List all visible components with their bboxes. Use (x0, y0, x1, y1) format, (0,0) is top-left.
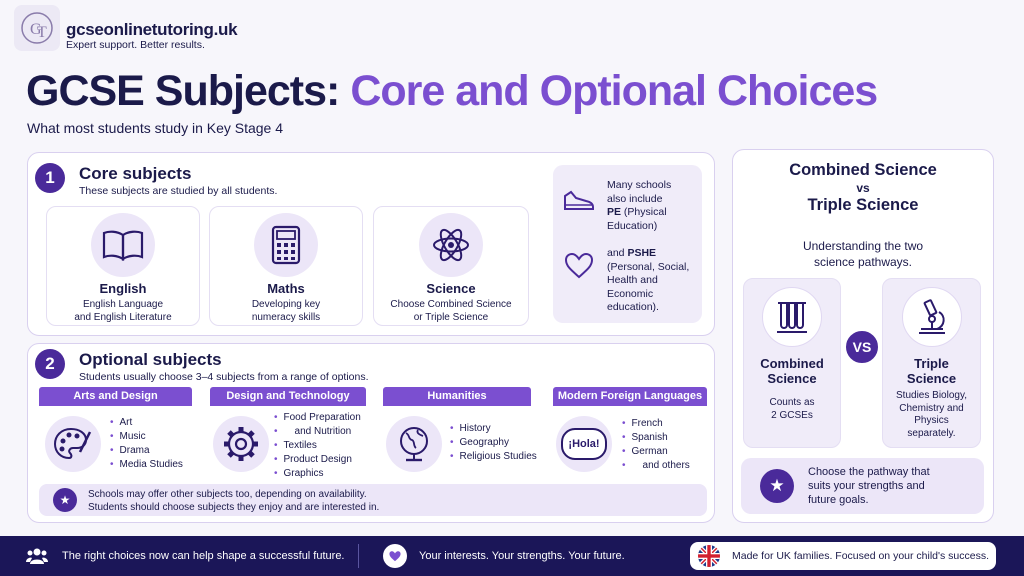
footer-divider (358, 544, 359, 568)
optional-note-text: Schools may offer other subjects too, de… (88, 489, 380, 513)
category-humanities-header: Humanities (383, 387, 531, 406)
card-title: Science (426, 281, 476, 296)
gt-logo-icon: G T (21, 12, 53, 44)
footer-message-1: The right choices now can help shape a s… (62, 550, 345, 562)
brand-tagline: Expert support. Better results. (66, 39, 205, 51)
list-item: Media Studies (110, 458, 183, 472)
test-tubes-icon (777, 302, 807, 333)
list-item: Graphics (274, 467, 361, 481)
card-desc-2: or Triple Science (413, 312, 489, 323)
core-card-maths: Maths Developing key numeracy skills (209, 206, 363, 326)
list-item: and others (622, 459, 690, 473)
book-icon-wrap (91, 213, 155, 277)
page-title: GCSE Subjects: Core and Optional Choices (26, 67, 878, 116)
section-number-1: 1 (35, 163, 65, 193)
category-humanities-list: History Geography Religious Studies (450, 422, 537, 464)
category-arts-header: Arts and Design (39, 387, 192, 406)
heart-icon (563, 251, 595, 284)
science-description: Understanding the two science pathways. (802, 239, 924, 269)
svg-text:T: T (37, 24, 47, 41)
footer-message-2: Your interests. Your strengths. Your fut… (419, 550, 625, 562)
list-item: French (622, 417, 690, 431)
speech-bubble-icon-wrap: ¡Hola! (556, 416, 612, 472)
card-desc-2: and English Literature (74, 312, 172, 323)
palette-icon (53, 427, 92, 460)
globe-icon-wrap (386, 416, 442, 472)
optional-description: Students usually choose 3–4 subjects fro… (79, 371, 369, 383)
atom-icon (433, 228, 469, 262)
optional-note (39, 484, 707, 516)
optional-title: Optional subjects (79, 350, 222, 369)
list-item: Food Preparation (274, 411, 361, 425)
page-title-main: GCSE Subjects: (26, 67, 340, 115)
test-tubes-icon-wrap (762, 287, 822, 347)
star-icon: ★ (53, 488, 77, 512)
brand-logo: G T (14, 5, 60, 51)
list-item: History (450, 422, 537, 436)
footer-message-3: Made for UK families. Focused on your ch… (732, 550, 990, 562)
calculator-icon (271, 225, 301, 265)
combined-science-card: Combined Science Counts as 2 GCSEs (743, 278, 841, 448)
category-dt-list: Food Preparation and Nutrition Textiles … (274, 411, 361, 481)
atom-icon-wrap (419, 213, 483, 277)
page-title-accent: Core and Optional Choices (350, 67, 878, 115)
card-title: English (99, 281, 147, 296)
core-title: Core subjects (79, 164, 192, 183)
vs-badge: VS (843, 328, 881, 366)
gear-icon (224, 427, 258, 461)
pshe-text: and PSHE (Personal, Social, Health and E… (607, 247, 690, 313)
card-desc-1: Developing key (251, 299, 321, 310)
triple-science-card: Triple Science Studies Biology, Chemistr… (882, 278, 981, 448)
brand-name: gcseonlinetutoring.uk (66, 20, 238, 39)
category-mfl-list: French Spanish German and others (622, 417, 690, 473)
list-item: Drama (110, 444, 183, 458)
footer-badge (690, 542, 996, 570)
shoe-icon (562, 188, 596, 217)
list-item: Spanish (622, 431, 690, 445)
section-number-2: 2 (35, 349, 65, 379)
list-item: Product Design (274, 453, 361, 467)
gear-icon-wrap (213, 416, 269, 472)
card-desc-1: English Language (82, 299, 164, 310)
science-heading: Combined Science vs Triple Science (789, 161, 937, 214)
book-icon (102, 230, 144, 261)
core-extras-box (553, 165, 702, 323)
list-item: Music (110, 430, 183, 444)
list-item: Textiles (274, 439, 361, 453)
list-item: Religious Studies (450, 450, 537, 464)
people-icon (26, 545, 48, 567)
card-desc-2: numeracy skills (251, 312, 321, 323)
card-desc-1: Choose Combined Science (390, 299, 512, 310)
science-advice-text: Choose the pathway that suits your stren… (808, 466, 930, 506)
svg-text:G: G (30, 21, 42, 38)
uk-flag-icon (698, 545, 720, 567)
category-mfl-header: Modern Foreign Languages (553, 387, 707, 406)
palette-icon-wrap (45, 416, 101, 472)
page-subtitle: What most students study in Key Stage 4 (27, 120, 284, 136)
list-item: and Nutrition (274, 425, 361, 439)
star-icon: ★ (760, 469, 794, 503)
calculator-icon-wrap (254, 213, 318, 277)
microscope-icon (918, 299, 945, 334)
heart-icon (383, 544, 407, 568)
category-dt-header: Design and Technology (210, 387, 366, 406)
category-arts-list: Art Music Drama Media Studies (110, 416, 183, 472)
globe-icon (400, 427, 428, 462)
core-description: These subjects are studied by all studen… (79, 185, 278, 197)
speech-bubble-icon: ¡Hola! (561, 428, 607, 460)
microscope-icon-wrap (901, 287, 962, 347)
list-item: Geography (450, 436, 537, 450)
card-title: Maths (267, 281, 305, 296)
pe-text: Many schools also include PE (Physical E… (607, 179, 672, 232)
core-card-science: Science Choose Combined Science or Tripl… (373, 206, 529, 326)
list-item: Art (110, 416, 183, 430)
list-item: German (622, 445, 690, 459)
core-card-english: English English Language and English Lit… (46, 206, 200, 326)
